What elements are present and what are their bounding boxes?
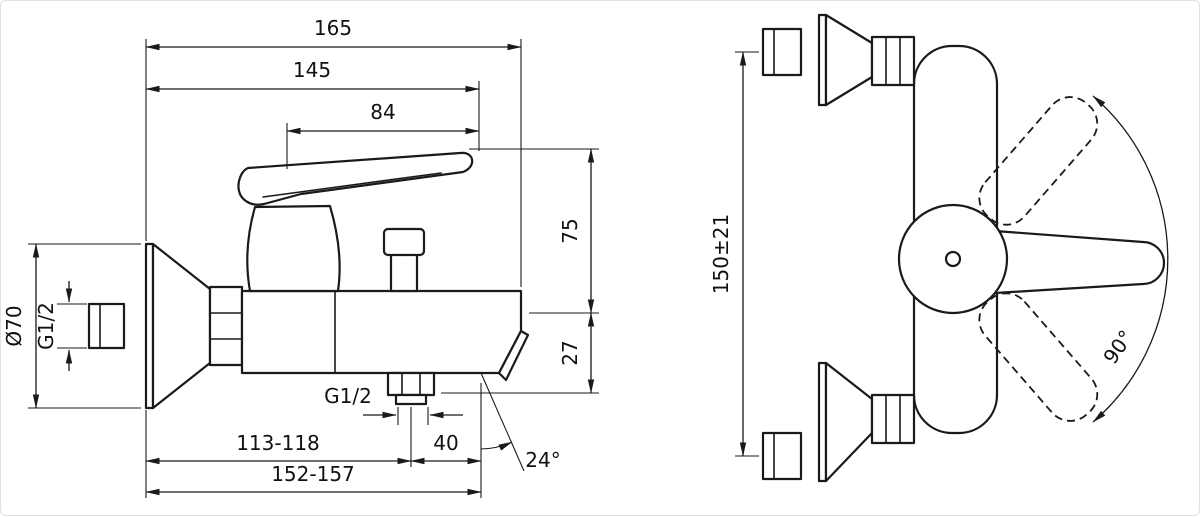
top-union <box>761 13 916 107</box>
bottom-flange-cone <box>824 361 874 483</box>
front-view: 90° 150±21 <box>709 13 1169 483</box>
bottom-outlet <box>386 371 436 406</box>
dimension-g12-inlet: G1/2 <box>34 281 87 371</box>
diverter-stem <box>389 251 419 293</box>
dim-24deg-label: 24° <box>525 448 560 472</box>
handle-hub-dot <box>944 250 962 268</box>
dim-165-label: 165 <box>314 16 352 40</box>
mixer-body <box>240 289 523 375</box>
bottom-union-nut <box>870 393 916 445</box>
dimension-113-118: 113-118 <box>145 431 412 465</box>
outlet-thread <box>394 393 428 406</box>
inlet-union <box>87 242 244 410</box>
cartridge-dome <box>246 204 341 293</box>
dim-27-label: 27 <box>558 340 582 365</box>
diverter-cap <box>382 227 426 257</box>
dimension-75: 75 <box>469 148 599 314</box>
union-nut <box>208 285 244 367</box>
dimension-150: 150±21 <box>709 51 759 457</box>
outlet-nut <box>386 371 436 397</box>
handle-lever <box>237 151 474 206</box>
top-flange-cone <box>824 13 874 107</box>
dimension-152-157: 152-157 <box>145 462 482 496</box>
dim-90deg-label: 90° <box>1098 326 1138 369</box>
dim-152-157-label: 152-157 <box>271 462 355 486</box>
dim-g12-inlet-label: G1/2 <box>34 302 58 350</box>
bottom-extension-lines <box>145 383 482 498</box>
side-view: 165 145 84 75 27 <box>2 16 599 498</box>
dim-84-label: 84 <box>370 100 395 124</box>
dimension-40: 40 <box>410 431 482 465</box>
dimension-84: 84 <box>286 100 480 169</box>
dim-145-label: 145 <box>293 58 331 82</box>
handle-crease-line <box>262 172 442 198</box>
dimension-dia70: Ø70 <box>2 243 141 409</box>
diverter-knob <box>382 227 426 293</box>
union-nut-flats <box>209 312 243 340</box>
bottom-union <box>761 361 916 483</box>
dimension-165: 165 <box>145 16 522 287</box>
dimension-g12-outlet: G1/2 <box>324 384 463 467</box>
dim-150-label: 150±21 <box>709 214 733 294</box>
top-union-nut <box>870 35 916 87</box>
bottom-inlet-stub <box>761 431 803 481</box>
spout-lip <box>497 329 530 382</box>
swing-arc <box>1092 95 1169 423</box>
front-handle-lever <box>988 229 1166 295</box>
dim-dia70-label: Ø70 <box>2 305 26 346</box>
dimension-145: 145 <box>145 58 480 151</box>
dimension-24deg: 24° <box>480 372 561 472</box>
dim-g12-outlet-label: G1/2 <box>324 384 372 408</box>
top-inlet-stub <box>761 27 803 77</box>
inlet-stub <box>87 302 126 350</box>
dim-40-label: 40 <box>433 431 458 455</box>
dim-75-label: 75 <box>558 218 582 243</box>
dimension-27: 27 <box>441 312 599 394</box>
flange-cone <box>151 242 212 410</box>
dim-113-118-label: 113-118 <box>236 431 320 455</box>
